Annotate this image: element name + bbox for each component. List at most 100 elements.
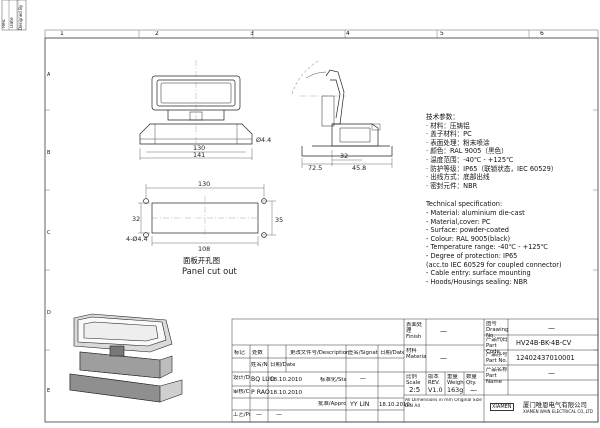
- tb-material-value: —: [440, 354, 447, 362]
- tb-process-label: 工艺/Process: [233, 412, 250, 418]
- tb-drawing-no-value: —: [548, 324, 555, 332]
- tb-mark: 标记: [234, 350, 245, 356]
- dim-cut-130: 130: [198, 180, 210, 188]
- tb-part-name-value: —: [548, 369, 555, 377]
- spec-cn-item: · 颜色：RAL 9005（黑色）: [426, 147, 508, 156]
- tb-part-name-label: 产品名称 Part Name: [486, 367, 508, 385]
- tb-approved-name: YY LIN: [350, 401, 370, 408]
- tb-rev-value: V1.0: [428, 386, 443, 394]
- tb-part-no-value: 12402437010001: [516, 354, 575, 362]
- zone-2: 2: [155, 31, 159, 37]
- tb-approved-label: 批准/Approved: [318, 401, 346, 407]
- spec-en-item: - Surface: powder-coated: [426, 226, 509, 235]
- spec-en-item: - Temperature range: -40℃ - +125℃: [426, 243, 549, 252]
- spec-cn-item: · 温度范围：-40℃ - +125℃: [426, 155, 514, 164]
- spec-en-item: - Material,cover: PC: [426, 217, 491, 226]
- dim-cut-35: 35: [275, 216, 283, 224]
- tb-part-code-label: 产品代码 Part Code: [486, 337, 508, 355]
- zone-4: 4: [346, 31, 350, 37]
- dim-side-72-5: 72.5: [308, 164, 322, 172]
- dim-side-32: 32: [340, 152, 348, 160]
- spec-en-item: - Degree of protection: IP65: [426, 251, 518, 260]
- tb-process-name: —: [256, 411, 262, 418]
- spec-cn-item: · 盖子材料：PC: [426, 130, 472, 139]
- tb-checked-date: 18.10.2010: [270, 390, 303, 396]
- spec-cn-item: · 密封元件：NBR: [426, 181, 478, 190]
- tb-finish-value: —: [440, 327, 447, 335]
- tb-material-label: 材料 Material: [406, 348, 426, 360]
- company-logo: XIAMEN: [490, 403, 514, 411]
- dim-front-130: 130: [193, 144, 205, 152]
- tb-drawn-date: 18.10.2010: [270, 377, 303, 383]
- spec-en-item: - Material: aluminium die-cast: [426, 208, 525, 217]
- zone-1: 1: [60, 31, 64, 37]
- spec-block: 技术参数： · 材料：压铸铝 · 盖子材料：PC · 表面处理：粉末喷涂 · 颜…: [426, 113, 598, 286]
- tb-rev-label: 版本 REV.: [428, 374, 440, 386]
- zone-b: B: [47, 150, 51, 156]
- spec-cn-title: 技术参数：: [426, 113, 459, 121]
- spec-en-item: - Hoods/Housings sealing: NBR: [426, 277, 528, 286]
- tb-qty-label: 数量 Qty.: [466, 374, 477, 386]
- zone-e: E: [47, 388, 51, 394]
- spec-cn-item: · 防护等级：IP65（联锁状态，IEC 60529）: [426, 164, 558, 173]
- tb-part-no-label: 产品序号 Part No.: [486, 352, 508, 364]
- tb-scale-label: 比例 Scale: [406, 374, 421, 386]
- tb-number: 处数: [252, 350, 263, 356]
- front-view: [139, 60, 253, 150]
- tb-col-date: 日期/Date: [270, 362, 296, 368]
- strip-designer-label: Designed By: [18, 4, 23, 30]
- zone-5: 5: [440, 31, 444, 37]
- tb-qty-value: —: [470, 386, 477, 394]
- dim-cut-32: 32: [132, 215, 140, 223]
- panel-cut-title-cn: 面板开孔图: [183, 256, 220, 265]
- company-name-en: XIAMEN WAIN ELECTRICAL CO.,LTD: [523, 409, 593, 414]
- spec-en-item: - Cable entry: surface mounting: [426, 269, 531, 278]
- tb-weight-label: 重量 Weight: [447, 374, 464, 386]
- strip-date-label: Date: [10, 17, 15, 28]
- strip-rev-label: Rev.: [2, 18, 7, 28]
- tb-drawn-label: 设计/Drawn: [233, 375, 250, 381]
- spec-cn-item: · 出线方式：底部出线: [426, 173, 490, 182]
- title-block-grid: [231, 318, 599, 423]
- spec-cn-item: · 材料：压铸铝: [426, 121, 470, 130]
- spec-en-item: (acc.to IEC 60529 for coupled connector): [426, 260, 562, 269]
- zone-6: 6: [540, 31, 544, 37]
- zone-d: D: [47, 310, 51, 316]
- zone-3: 3: [250, 31, 254, 37]
- tb-checked-label: 审核/Checked: [233, 389, 250, 395]
- tb-change: 更改文件号/Description: [290, 350, 350, 356]
- dim-front-141: 141: [193, 151, 205, 159]
- tb-finish-label: 表面处理 Finish: [406, 322, 423, 340]
- spec-cn-item: · 表面处理：粉末喷涂: [426, 138, 490, 147]
- tb-scale-value: 2:5: [409, 386, 421, 394]
- tb-sign: 签名/Signature: [348, 350, 378, 356]
- company-name: 厦门唯恩电气有限公司: [523, 401, 587, 409]
- tb-drawn-name: BQ LUO: [251, 376, 275, 383]
- tb-weight-value: 163g: [447, 386, 464, 394]
- dim-side-45-8: 45.8: [352, 164, 366, 172]
- panel-cutout-view: [143, 196, 267, 240]
- spec-en-title: Technical specification:: [426, 200, 503, 209]
- revision-strip: [1, 0, 27, 31]
- spec-en-item: - Colour: RAL 9005(black): [426, 234, 511, 243]
- tb-checked-name: P RAO: [251, 389, 270, 396]
- zone-c: C: [47, 230, 51, 236]
- isometric-view: [69, 313, 183, 403]
- dim-cut-108: 108: [198, 245, 210, 253]
- tb-drawing-no-label: 图号 Drawing No.: [486, 321, 508, 339]
- tb-process-date: —: [276, 411, 282, 418]
- tb-stand-value: —: [360, 375, 366, 382]
- tb-date: 日期/Date: [380, 350, 404, 356]
- dim-front-hole: Ø4.4: [256, 136, 271, 144]
- side-view: [291, 59, 393, 157]
- panel-cut-title-en: Panel cut out: [182, 266, 237, 276]
- dim-cut-hole: 4-Ø4.4: [126, 235, 148, 243]
- tb-part-code-value: HV24B-BK-4B-CV: [516, 339, 572, 347]
- tb-col-name: 姓名/Name: [251, 362, 268, 368]
- tb-note: All Dimensions in mm Original Size DIN A…: [405, 398, 482, 409]
- tb-stand-label: 标准化/Stand.: [320, 377, 346, 383]
- zone-a: A: [47, 72, 51, 78]
- tb-approved-date: 18.10.2010: [379, 402, 410, 408]
